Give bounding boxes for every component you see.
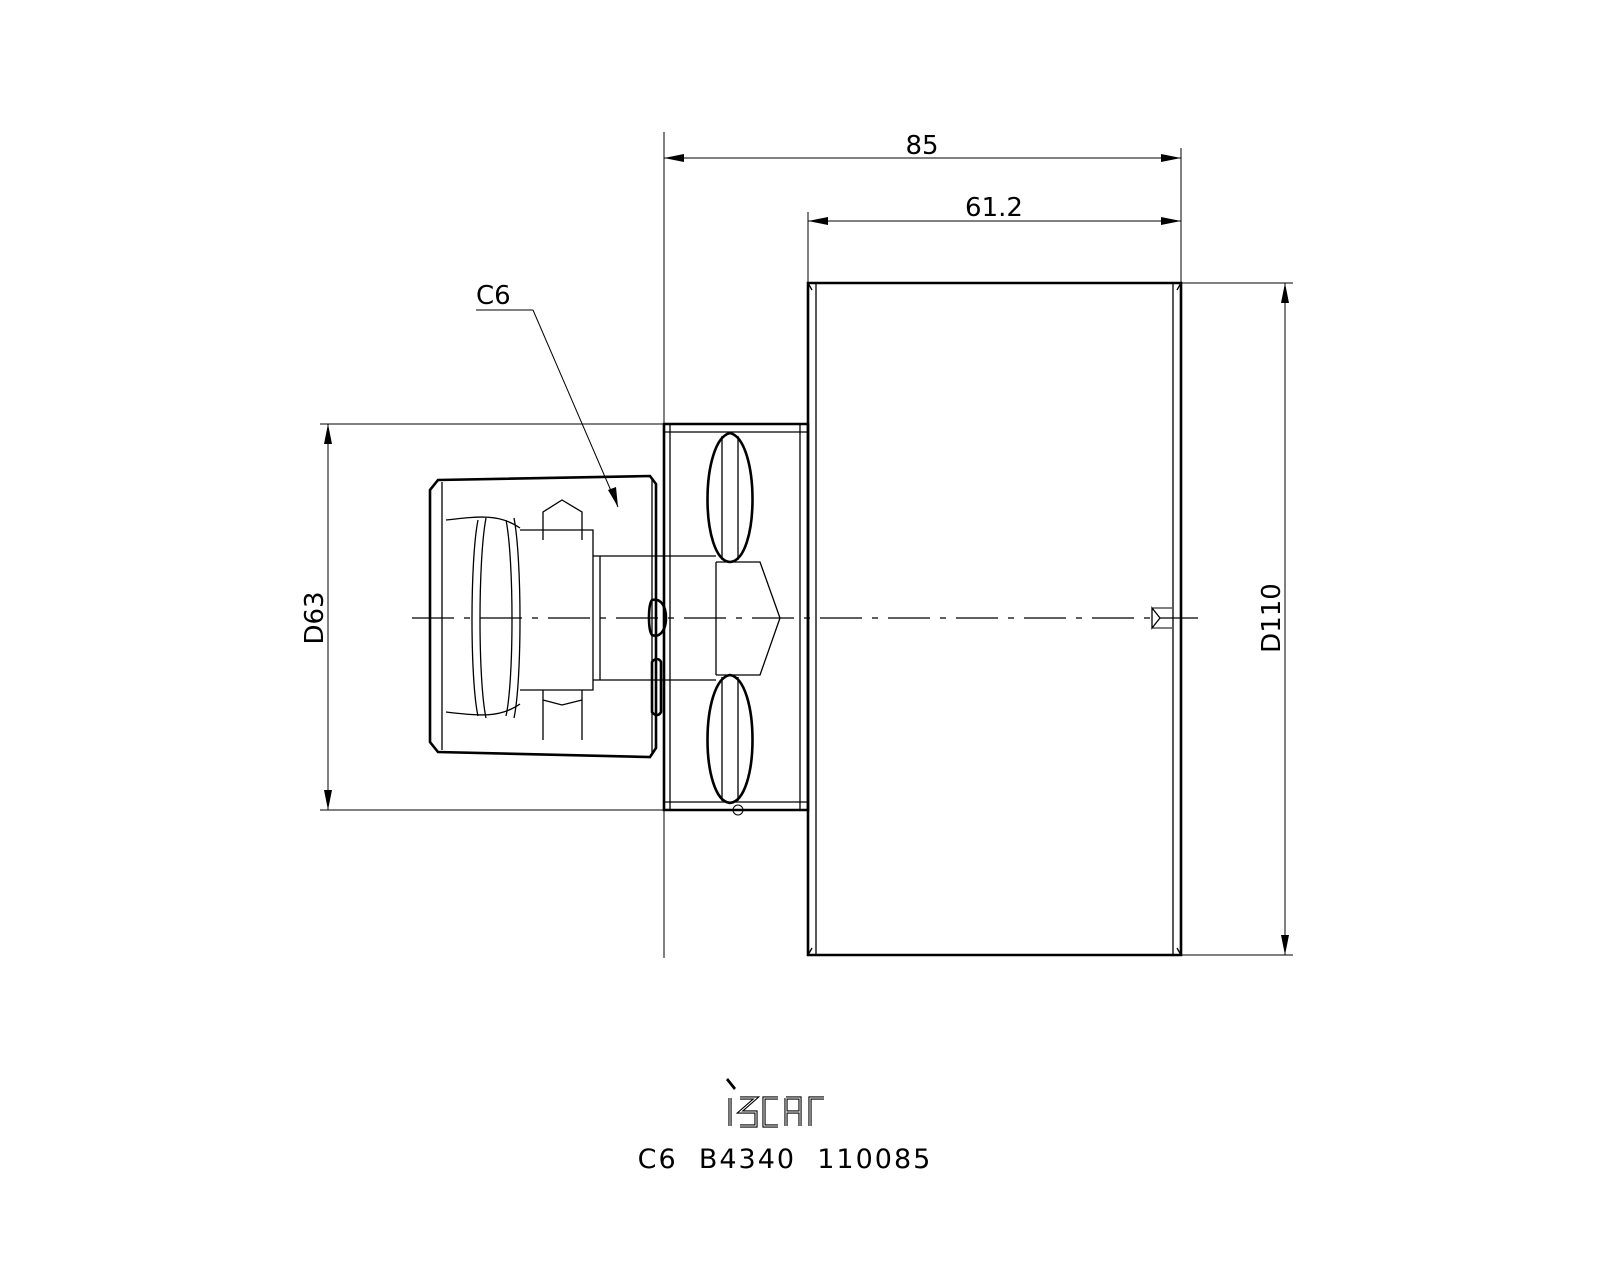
body-length-label: 61.2 bbox=[965, 193, 1023, 223]
extension-lines bbox=[320, 132, 1293, 958]
iscar-logo bbox=[726, 1078, 824, 1128]
main-body bbox=[806, 281, 1183, 957]
coupling-label: C6 bbox=[476, 281, 511, 311]
part-code-caption: C6 B4340 110085 bbox=[638, 1144, 933, 1175]
coupling-shank bbox=[428, 474, 716, 759]
dimension-body-length: 61.2 bbox=[808, 193, 1181, 225]
dimension-body-diameter: D110 bbox=[1257, 283, 1289, 955]
dimension-overall-length: 85 bbox=[664, 131, 1181, 162]
leader-coupling: C6 bbox=[476, 281, 619, 508]
overall-length-label: 85 bbox=[905, 131, 938, 161]
shank-diameter-label: D63 bbox=[300, 591, 330, 644]
body-diameter-label: D110 bbox=[1257, 583, 1287, 653]
flange bbox=[662, 422, 810, 816]
dimension-shank-diameter: D63 bbox=[300, 424, 332, 810]
